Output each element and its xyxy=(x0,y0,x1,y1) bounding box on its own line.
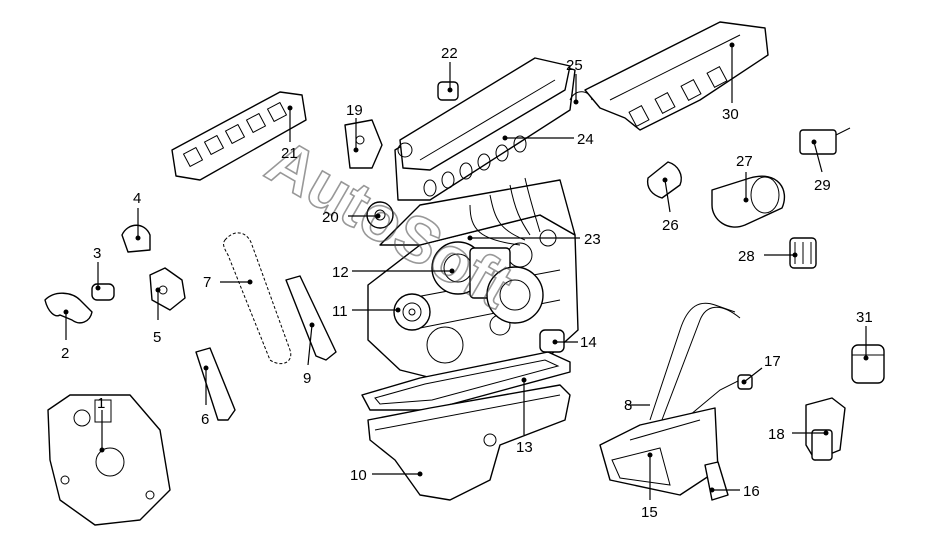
callout-20: 20 xyxy=(322,209,339,226)
callout-11: 11 xyxy=(332,303,348,320)
callout-4: 4 xyxy=(133,190,141,207)
cooler-bracket xyxy=(704,461,729,501)
callout-23: 23 xyxy=(584,231,601,248)
solenoid-valve xyxy=(799,127,851,155)
callout-19: 19 xyxy=(346,102,363,119)
callout-22: 22 xyxy=(441,45,458,62)
callout-3: 3 xyxy=(93,245,101,262)
exhaust-manifold xyxy=(171,91,307,181)
injection-pipes xyxy=(469,177,541,246)
callout-labels: 1 2 3 4 5 6 7 8 9 10 11 12 13 14 15 16 1… xyxy=(61,45,873,521)
filler-cap xyxy=(851,344,885,384)
callout-30: 30 xyxy=(722,106,739,123)
callout-15: 15 xyxy=(641,504,658,521)
callout-1: 1 xyxy=(97,395,105,412)
leader-lines xyxy=(63,42,869,500)
coolant-elbow xyxy=(44,292,93,324)
tensioner-bracket xyxy=(149,267,186,311)
callout-7: 7 xyxy=(203,274,211,291)
callout-21: 21 xyxy=(281,145,298,162)
callout-9: 9 xyxy=(303,370,311,387)
cylinder-head-camshaft xyxy=(394,57,576,201)
callout-27: 27 xyxy=(736,153,753,170)
vacuum-pump xyxy=(805,397,846,461)
intake-manifold xyxy=(584,21,769,131)
timing-chain xyxy=(223,232,292,365)
callout-8: 8 xyxy=(624,397,632,414)
callout-6: 6 xyxy=(201,411,209,428)
callout-28: 28 xyxy=(738,248,755,265)
timing-cover xyxy=(47,394,171,526)
callout-26: 26 xyxy=(662,217,679,234)
callout-31: 31 xyxy=(856,309,873,326)
fuel-filter xyxy=(711,175,786,228)
chain-guide-lower xyxy=(195,347,236,421)
callout-10: 10 xyxy=(350,467,367,484)
oil-filter-housing xyxy=(539,329,565,353)
callout-13: 13 xyxy=(516,439,533,456)
thermostat xyxy=(91,283,115,301)
crank-pulley xyxy=(393,293,431,331)
callout-14: 14 xyxy=(580,334,597,351)
callout-5: 5 xyxy=(153,329,161,346)
callout-25: 25 xyxy=(566,57,583,74)
oil-pan xyxy=(367,384,571,501)
oil-return-pipes xyxy=(649,302,741,426)
oil-pan-gasket xyxy=(361,351,571,411)
callout-29: 29 xyxy=(814,177,831,194)
callout-17: 17 xyxy=(764,353,781,370)
chain-guide-upper xyxy=(285,275,337,361)
callout-12: 12 xyxy=(332,264,349,281)
callout-16: 16 xyxy=(743,483,760,500)
callout-24: 24 xyxy=(577,131,594,148)
injection-pump xyxy=(431,241,544,324)
callout-18: 18 xyxy=(768,426,785,443)
callout-2: 2 xyxy=(61,345,69,362)
oil-cooler xyxy=(599,407,719,496)
